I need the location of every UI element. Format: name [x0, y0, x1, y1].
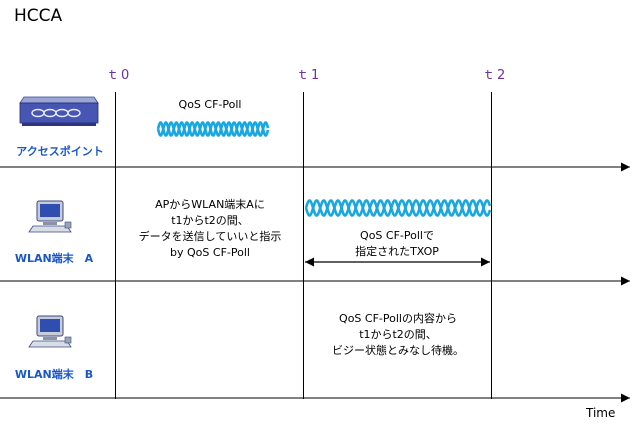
time-line-t0 — [115, 92, 116, 399]
time-axis-label: Time — [586, 406, 616, 420]
time-marker-t2: ｔ2 — [482, 68, 508, 83]
wave-strand — [156, 121, 270, 137]
sta-b-description-line: QoS CF-Pollの内容から — [339, 312, 457, 325]
sta-b-description-line: ビジー状態とみなし待機。 — [332, 344, 464, 357]
qos-cf-poll-wave — [156, 121, 270, 137]
sta-a-description-line: t1からt2の間、 — [171, 214, 249, 227]
wave-strand — [156, 121, 270, 137]
qos-cf-poll-label: QoS CF-Poll — [178, 98, 242, 111]
txop-label-line: QoS CF-Pollで — [360, 229, 434, 242]
sta-a-description: APからWLAN端末Aに t1からt2の間、 データを送信していいと指示 by … — [117, 197, 303, 261]
computer-terminal-icon — [28, 315, 72, 348]
computer-terminal-icon — [28, 200, 72, 233]
sta-b-description-line: t1からt2の間、 — [359, 328, 437, 341]
diagram-title: HCCA — [14, 6, 63, 26]
txop-label-line: 指定されたTXOP — [355, 245, 439, 258]
time-marker-t0: ｔ0 — [106, 68, 132, 83]
time-line-t2 — [491, 92, 492, 399]
sta-a-description-line: データを送信していいと指示 — [138, 230, 282, 243]
txop-data-wave — [304, 199, 492, 217]
sta-b-description: QoS CF-Pollの内容から t1からt2の間、 ビジー状態とみなし待機。 — [305, 311, 491, 359]
device-label-access-point: アクセスポイント — [16, 145, 104, 158]
time-marker-t1: ｔ1 — [296, 68, 322, 83]
device-label-wlan-terminal-a: WLAN端末 A — [14, 252, 94, 265]
access-point-icon — [19, 96, 99, 126]
sta-a-description-line: APからWLAN端末Aに — [155, 198, 265, 211]
wave-strand — [304, 199, 492, 217]
sta-a-description-line: by QoS CF-Poll — [170, 246, 250, 259]
device-label-wlan-terminal-b: WLAN端末 B — [14, 368, 94, 381]
time-line-t1 — [303, 92, 304, 399]
txop-label: QoS CF-Pollで 指定されたTXOP — [330, 228, 464, 260]
